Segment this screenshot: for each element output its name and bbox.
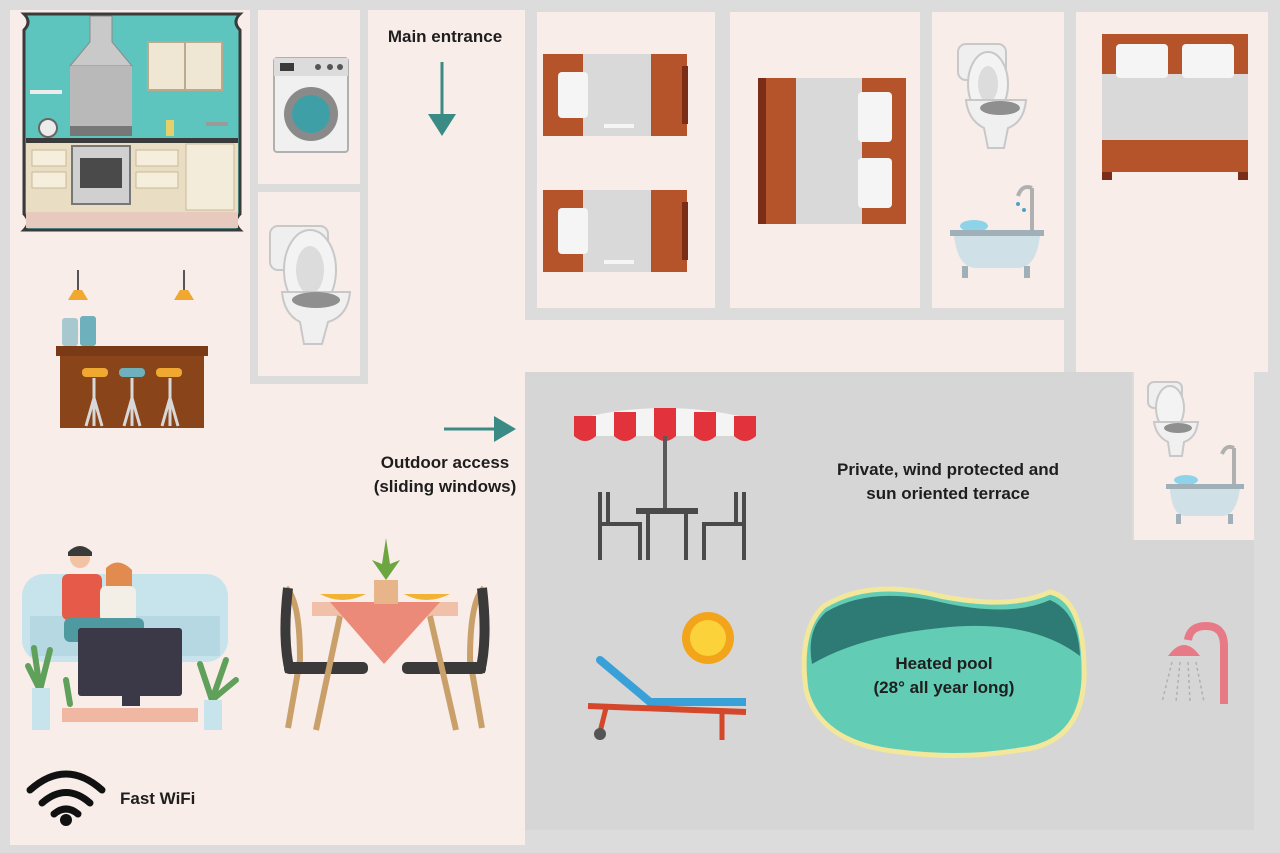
outdoor-shower-icon	[1161, 621, 1228, 704]
outdoor-access-label: Outdoor access(sliding windows)	[373, 453, 517, 496]
sun-icon	[682, 612, 734, 664]
umbrella-table-icon	[574, 408, 756, 560]
arrow-down-icon	[428, 62, 456, 136]
kitchen-icon	[20, 12, 244, 232]
bed-icon	[543, 34, 1248, 272]
pool-icon	[801, 586, 1087, 759]
toilet-icon	[269, 225, 352, 345]
sun-lounger-icon	[587, 656, 747, 740]
bathtub-icon	[1166, 444, 1244, 524]
toilet-icon	[1147, 381, 1200, 457]
wifi-icon	[26, 770, 106, 818]
bathtub-icon	[950, 185, 1044, 278]
interior-walls	[250, 10, 1076, 384]
wifi-label: Fast WiFi	[120, 789, 196, 808]
main-entrance-label: Main entrance	[387, 27, 503, 46]
corridor-floor	[525, 320, 1065, 372]
arrow-right-icon	[444, 416, 516, 442]
washing-machine-icon	[273, 57, 349, 153]
toilet-icon	[957, 43, 1028, 149]
bar-counter-icon	[56, 270, 208, 428]
wifi-dot	[60, 814, 72, 826]
dining-table-icon	[280, 538, 490, 731]
pool-label: Heated pool(28° all year long)	[873, 654, 1015, 697]
tv-sofa-icon	[22, 546, 239, 730]
